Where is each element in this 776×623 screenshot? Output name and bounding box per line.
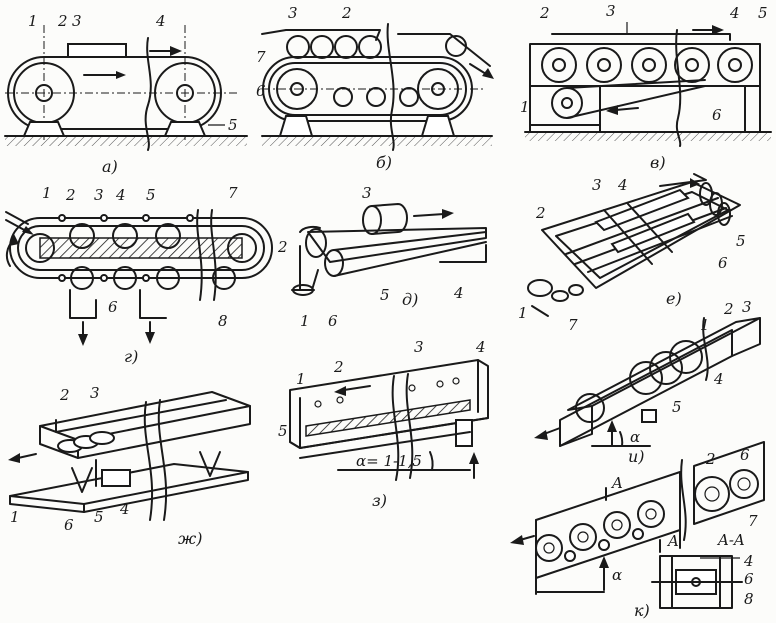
panel-d-conical-roller: [291, 203, 487, 296]
label-e-5: 5: [736, 232, 746, 250]
label-e-7: 7: [568, 316, 578, 334]
panel-i-inclined-roller-trough: [534, 317, 761, 447]
caption-panel-b: б): [376, 153, 392, 172]
label-g-8: 8: [218, 312, 228, 330]
label-k-2: 2: [705, 450, 716, 468]
label-b-3: 3: [288, 4, 298, 22]
label-g-5: 5: [146, 186, 156, 204]
label-e-6: 6: [718, 254, 728, 272]
label-a-1: 1: [28, 12, 38, 30]
label-zh-5: 5: [94, 508, 104, 526]
caption-panel-z: з): [372, 491, 387, 510]
label-z-4: 4: [475, 338, 486, 356]
label-b-2: 2: [341, 4, 352, 22]
label-b-7: 7: [256, 48, 266, 66]
panel-v-roller-conveyor: [524, 22, 772, 147]
label-i-alpha: α: [630, 428, 640, 446]
panel-z-inclined-tray: [289, 359, 489, 481]
label-e-4: 4: [617, 176, 628, 194]
label-i-3: 3: [742, 298, 752, 316]
label-e-3: 3: [592, 176, 602, 194]
label-k-6-top: 6: [740, 446, 750, 464]
label-k-6-section: 6: [744, 570, 754, 588]
label-z-3: 3: [414, 338, 424, 356]
panel-b-plate-conveyor: [261, 23, 494, 151]
label-zh-2: 2: [59, 386, 70, 404]
label-g-7: 7: [228, 184, 238, 202]
label-z-1: 1: [296, 370, 306, 388]
caption-panel-d: д): [402, 290, 418, 309]
panel-g-chain-conveyor: [5, 209, 273, 346]
label-k-alpha: α: [612, 566, 622, 584]
label-g-2: 2: [65, 186, 76, 204]
label-zh-4: 4: [119, 500, 130, 518]
label-v-3: 3: [606, 2, 616, 20]
caption-panel-g: г): [124, 347, 138, 366]
label-zh-3: 3: [90, 384, 100, 402]
caption-panel-e: е): [666, 289, 682, 308]
label-a-2: 2: [57, 12, 68, 30]
label-z-5: 5: [278, 422, 288, 440]
label-v-1: 1: [520, 98, 530, 116]
label-k-section-a-bottom: A: [666, 532, 679, 550]
label-v-2: 2: [539, 4, 550, 22]
panel-a-belt-conveyor: [4, 25, 248, 151]
label-k-section-a-top: A: [610, 474, 623, 492]
panel-k-inclined-roller-chain: [510, 441, 765, 609]
label-i-1: 1: [700, 316, 710, 334]
caption-panel-zh: ж): [178, 529, 202, 548]
label-zh-1: 1: [10, 508, 20, 526]
label-a-3: 3: [72, 12, 82, 30]
label-d-6: 6: [328, 312, 338, 330]
label-i-4: 4: [713, 370, 724, 388]
panel-e-roller-frame: [527, 173, 741, 317]
label-v-4: 4: [729, 4, 740, 22]
label-d-5: 5: [380, 286, 390, 304]
label-k-8: 8: [744, 590, 754, 608]
caption-panel-v: в): [650, 153, 666, 172]
caption-panel-i: и): [628, 447, 645, 466]
label-v-6: 6: [712, 106, 722, 124]
label-zh-6: 6: [64, 516, 74, 534]
label-k-4: 4: [743, 552, 754, 570]
label-a-4: 4: [155, 12, 166, 30]
label-k-section-aa: A-A: [716, 531, 745, 549]
label-a-5: 5: [228, 116, 238, 134]
label-e-1: 1: [518, 304, 528, 322]
label-b-6: 6: [256, 82, 266, 100]
label-g-1: 1: [42, 184, 52, 202]
label-v-5: 5: [758, 4, 768, 22]
label-g-4: 4: [115, 186, 126, 204]
label-d-3: 3: [362, 184, 372, 202]
label-i-2: 2: [723, 300, 734, 318]
label-g-3: 3: [94, 186, 104, 204]
label-z-angle: α= 1-1,5: [356, 452, 422, 470]
label-d-2: 2: [277, 238, 288, 256]
caption-panel-a: а): [102, 157, 118, 176]
label-i-5: 5: [672, 398, 682, 416]
label-d-4: 4: [453, 284, 464, 302]
caption-panel-k: к): [634, 601, 650, 620]
label-g-6: 6: [108, 298, 118, 316]
label-d-1: 1: [300, 312, 310, 330]
label-z-2: 2: [333, 358, 344, 376]
label-e-2: 2: [535, 204, 546, 222]
label-k-7: 7: [748, 512, 758, 530]
panel-zh-vibrating-tray: [8, 391, 251, 521]
